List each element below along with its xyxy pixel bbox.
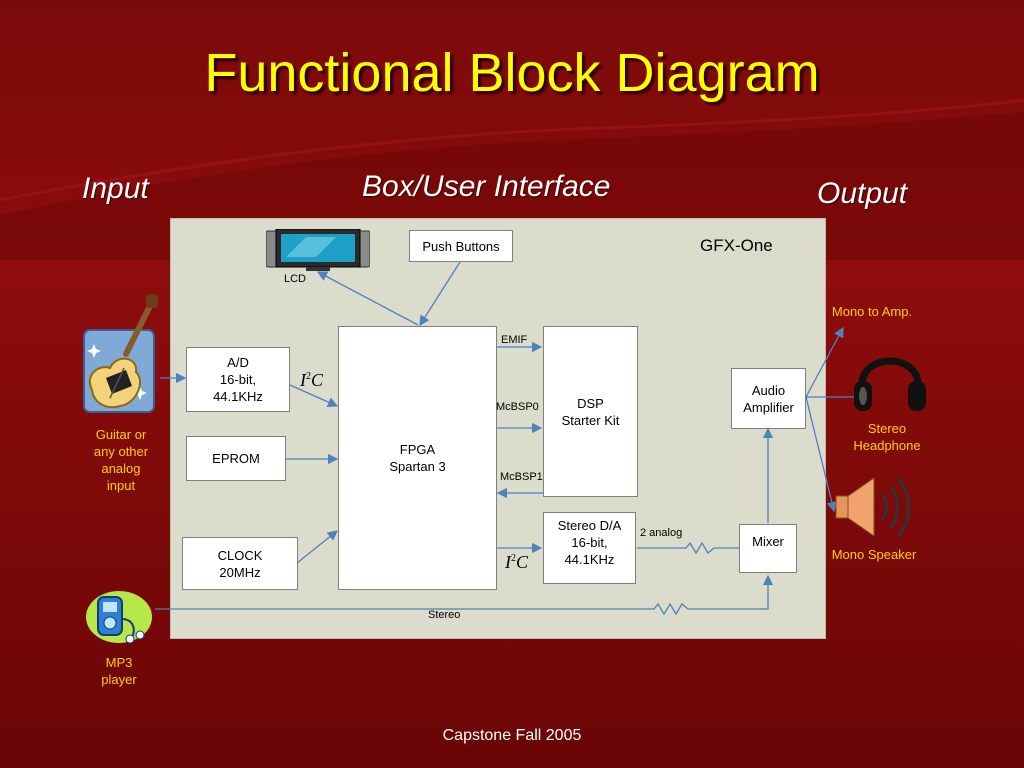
headphone-icon xyxy=(854,357,926,411)
stereo-da-block: Stereo D/A 16-bit, 44.1KHz xyxy=(543,512,636,584)
dsp-line-2: Starter Kit xyxy=(561,412,620,428)
heading-input: Input xyxy=(82,172,149,205)
guitar-icon xyxy=(83,294,158,413)
two-analog-label: 2 analog xyxy=(640,527,683,539)
slide-footer: Capstone Fall 2005 xyxy=(442,727,582,744)
ad-line-1: A/D xyxy=(227,355,249,370)
clock-line-2: 20MHz xyxy=(219,564,261,580)
stereo-da-line-1: Stereo D/A xyxy=(557,518,622,533)
clock-line-1: CLOCK xyxy=(217,547,263,563)
push-buttons-block: Push Buttons xyxy=(409,230,513,262)
heading-box-user-interface: Box/User Interface xyxy=(362,170,611,203)
ad-line-2: 16-bit, xyxy=(219,372,257,387)
mixer-block: Mixer xyxy=(739,524,797,573)
lcd-icon xyxy=(266,229,370,271)
emif-label: EMIF xyxy=(501,334,528,346)
eprom-label: EPROM xyxy=(212,451,260,466)
mp3-player-icon xyxy=(86,591,152,644)
audio-amp-line-1: Audio xyxy=(751,382,786,398)
eprom-block: EPROM xyxy=(186,436,286,481)
i2c-label-bottom: I2C xyxy=(505,552,529,572)
mixer-label: Mixer xyxy=(752,534,784,549)
mono-speaker-label: Mono Speaker xyxy=(831,547,917,562)
i2c-label-top: I2C xyxy=(300,370,324,390)
fpga-line-1: FPGA xyxy=(399,442,436,457)
dsp-block: DSP Starter Kit xyxy=(543,326,638,497)
stereo-label: Stereo xyxy=(428,609,461,621)
push-buttons-label: Push Buttons xyxy=(422,238,500,254)
ad-line-3: 44.1KHz xyxy=(213,389,263,404)
fpga-line-2: Spartan 3 xyxy=(389,459,446,474)
audio-amplifier-block: Audio Amplifier xyxy=(731,368,806,429)
dsp-line-1: DSP xyxy=(577,395,604,411)
stereo-da-line-3: 44.1KHz xyxy=(564,552,615,567)
heading-output: Output xyxy=(817,177,908,210)
mcbsp1-label: McBSP1 xyxy=(500,471,543,483)
speaker-icon xyxy=(835,477,910,537)
ad-converter-block: A/D 16-bit, 44.1KHz xyxy=(186,347,290,412)
audio-amp-line-2: Amplifier xyxy=(743,399,794,415)
mcbsp0-label: McBSP0 xyxy=(496,401,539,413)
stereo-da-line-2: 16-bit, xyxy=(571,535,608,550)
lcd-label: LCD xyxy=(284,273,307,285)
fpga-block: FPGA Spartan 3 xyxy=(338,326,497,590)
slide-title: Functional Block Diagram xyxy=(204,43,820,103)
mono-to-amp-label: Mono to Amp. xyxy=(831,304,913,319)
clock-block: CLOCK 20MHz xyxy=(182,537,298,590)
panel-name: GFX-One xyxy=(700,236,773,255)
